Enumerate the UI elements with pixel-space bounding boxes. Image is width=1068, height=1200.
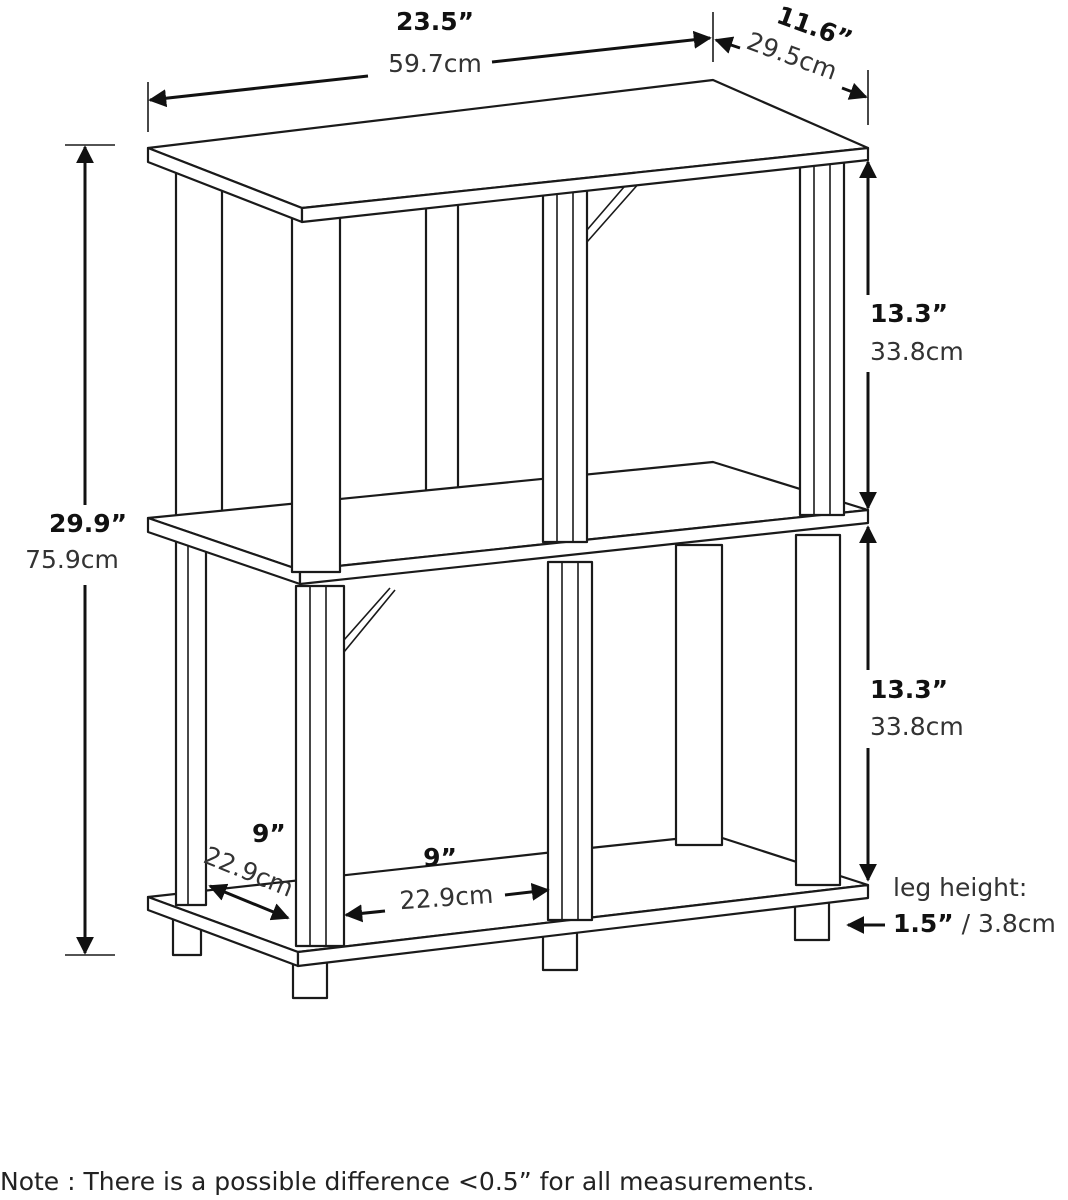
post	[674, 543, 724, 847]
cube-width-cm: 22.9cm	[399, 880, 495, 915]
height-inches: 29.9”	[49, 509, 127, 538]
upper-shelf-cm: 33.8cm	[870, 337, 964, 366]
width-cm: 59.7cm	[388, 49, 482, 78]
lower-shelf-cm: 33.8cm	[870, 712, 964, 741]
cube-width-inches: 9”	[423, 843, 457, 872]
dimension-lines	[65, 12, 885, 956]
lower-shelf-inches: 13.3”	[870, 675, 948, 704]
leg-height-value: 1.5” / 3.8cm	[893, 909, 1056, 938]
post	[424, 198, 460, 502]
upper-shelf-inches: 13.3”	[870, 299, 948, 328]
measurement-note: Note : There is a possible difference <0…	[0, 1167, 814, 1196]
leg-height-label: leg height:	[893, 873, 1027, 902]
width-inches: 23.5”	[396, 7, 474, 36]
height-cm: 75.9cm	[25, 545, 119, 574]
cube-depth-inches: 9”	[252, 819, 286, 848]
